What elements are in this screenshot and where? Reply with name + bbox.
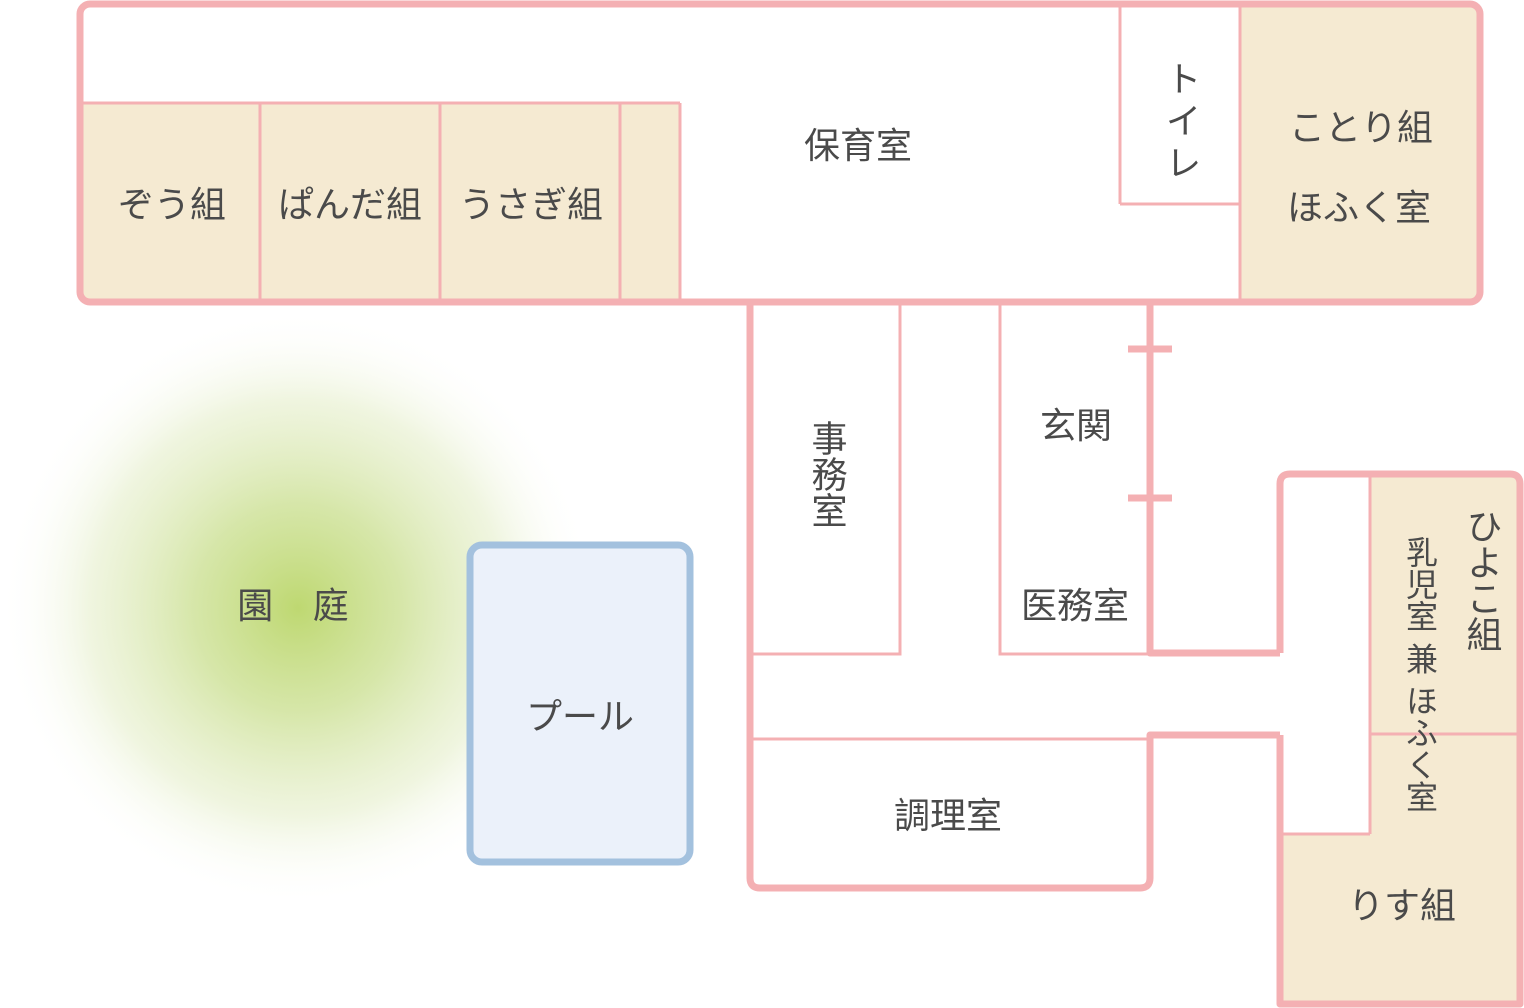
label-pool: プール (526, 697, 634, 738)
label-office: 事務室 (806, 420, 847, 528)
label-medical: 医務室 (1021, 586, 1129, 627)
right-building-wall (1276, 470, 1524, 1008)
label-hiyoko: ひよこ組 (1461, 508, 1502, 652)
label-risu: りす組 (1348, 886, 1456, 927)
room-kotori (1240, 6, 1478, 300)
label-kotori-sub: ほふく室 (1287, 188, 1431, 229)
classroom-partitions (82, 6, 1242, 300)
label-panda: ぱんだ組 (278, 185, 422, 226)
right-partitions (1282, 476, 1518, 836)
entrance-doors (1128, 345, 1172, 502)
label-garden: 園 庭 (237, 586, 362, 627)
room-panda (260, 103, 440, 300)
label-kitchen: 調理室 (894, 796, 1002, 837)
center-partitions (750, 302, 1152, 741)
label-hiyoko-sub: 乳児室 兼 ほふく室 (1401, 536, 1439, 812)
top-building-wall (76, 0, 1484, 306)
label-entrance: 玄関 (1040, 406, 1112, 447)
label-toilet: トイレ (1160, 60, 1201, 186)
room-hiyoko (1370, 476, 1518, 734)
room-zou (82, 103, 260, 300)
label-zou: ぞう組 (118, 185, 226, 226)
room-storage (620, 103, 680, 300)
label-kotori: ことり組 (1289, 108, 1433, 149)
room-risu (1282, 734, 1518, 1002)
room-usagi (440, 103, 620, 300)
garden-area (0, 310, 596, 906)
pool (466, 541, 694, 866)
label-nursery-room: 保育室 (804, 126, 912, 167)
label-usagi: うさぎ組 (459, 185, 603, 226)
